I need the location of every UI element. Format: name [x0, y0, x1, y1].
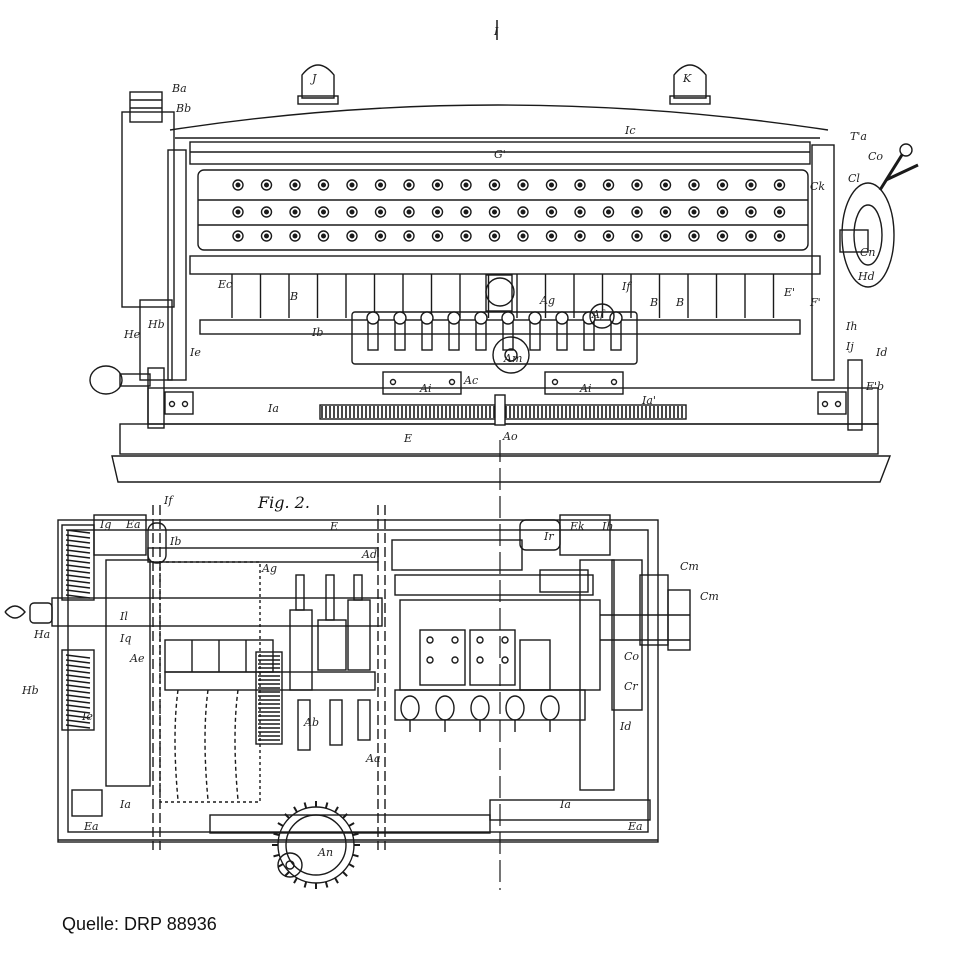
label-Ba: Ba	[171, 82, 187, 95]
label-If: If	[621, 280, 632, 293]
label-Bb: Bb	[175, 102, 191, 115]
label-Hb: Hb	[147, 318, 165, 331]
label2-Ie: Ie	[81, 710, 93, 723]
label2-If: If	[163, 494, 174, 507]
figure-2-plan	[4, 505, 691, 889]
label-E: E	[403, 432, 412, 445]
label2-Ih: Ih	[601, 520, 613, 533]
label-Ag: Ag	[539, 294, 555, 307]
label-B-3: B	[675, 296, 684, 309]
label-Fp: F'	[809, 296, 821, 309]
label2-Ia-1: Ia	[119, 798, 131, 811]
label2-Ha: Ha	[33, 628, 50, 641]
fig1-labels: I J K Ba Bb Ic G' T'a Co Cl Ck Cn Hd Ec …	[123, 25, 887, 445]
label2-Ad: Ad	[361, 548, 377, 561]
label-top-mark: I	[493, 25, 499, 38]
label2-Aa: Aa	[365, 752, 381, 765]
patent-drawing: I J K Ba Bb Ic G' T'a Co Cl Ck Cn Hd Ec …	[4, 20, 919, 890]
label2-Id: Id	[619, 720, 631, 733]
label2-Ib: Ib	[169, 535, 181, 548]
label2-Ab: Ab	[303, 716, 319, 729]
label-Cl: Cl	[848, 172, 860, 185]
fig2-labels: If Ig Ea Ib E Ad Ag Ir Ek Ih Cm Cm Ha Il…	[21, 494, 719, 859]
figure-1-elevation	[89, 20, 919, 890]
label2-Ag: Ag	[261, 562, 277, 575]
label-Ib: Ib	[311, 326, 323, 339]
label-Ai-2: Ai	[579, 382, 591, 395]
label-Ih: Ih	[845, 320, 857, 333]
label-Hd: Hd	[857, 270, 875, 283]
label2-Ea-2: Ea	[627, 820, 643, 833]
label2-Co: Co	[624, 650, 639, 663]
figure-label: Fig. 2.	[257, 493, 310, 512]
label2-Ae: Ae	[129, 652, 145, 665]
label2-E: E	[329, 520, 338, 533]
label-Cn: Cn	[860, 246, 876, 259]
label-Eb: E'b	[865, 380, 884, 393]
label-knob-left: J	[310, 72, 317, 85]
label2-Ig: Ig	[99, 518, 111, 531]
label-Am: Am	[503, 352, 522, 365]
source-caption: Quelle: DRP 88936	[62, 914, 217, 934]
label-knob-right: K	[682, 72, 692, 85]
label-Ij: Ij	[845, 340, 854, 353]
label2-Il: Il	[119, 610, 128, 623]
label-Ao: Ao	[502, 430, 518, 443]
label-Af: Af	[591, 308, 606, 321]
label2-Iq: Iq	[119, 632, 131, 645]
label2-Ir: Ir	[543, 530, 554, 543]
label-Ie: Ie	[189, 346, 201, 359]
label2-Ea-1: Ea	[83, 820, 99, 833]
label-B-2: B	[649, 296, 658, 309]
label-Ta: T'a	[850, 130, 867, 143]
label2-Cm-1: Cm	[680, 560, 699, 573]
label2-Ia-2: Ia	[559, 798, 571, 811]
label2-Ek: Ek	[569, 520, 585, 533]
label2-Cm-2: Cm	[700, 590, 719, 603]
label-Id: Id	[875, 346, 887, 359]
label2-Hb: Hb	[21, 684, 39, 697]
label-Ic: Ic	[624, 124, 636, 137]
label-Iap: Ia'	[641, 394, 656, 407]
label-Co: Co	[868, 150, 883, 163]
label-Gp: G'	[494, 148, 506, 161]
label-Ac: Ac	[463, 374, 478, 387]
label-B-1: B	[289, 290, 298, 303]
label2-Cr: Cr	[624, 680, 638, 693]
label-Ck: Ck	[810, 180, 825, 193]
label2-Ea: Ea	[125, 518, 141, 531]
label-Ep: E'	[783, 286, 795, 299]
label-Ec: Ec	[217, 278, 232, 291]
label2-An: An	[317, 846, 333, 859]
label-Ai-1: Ai	[419, 382, 431, 395]
label-He: He	[123, 328, 141, 341]
label-Ia: Ia	[267, 402, 279, 415]
